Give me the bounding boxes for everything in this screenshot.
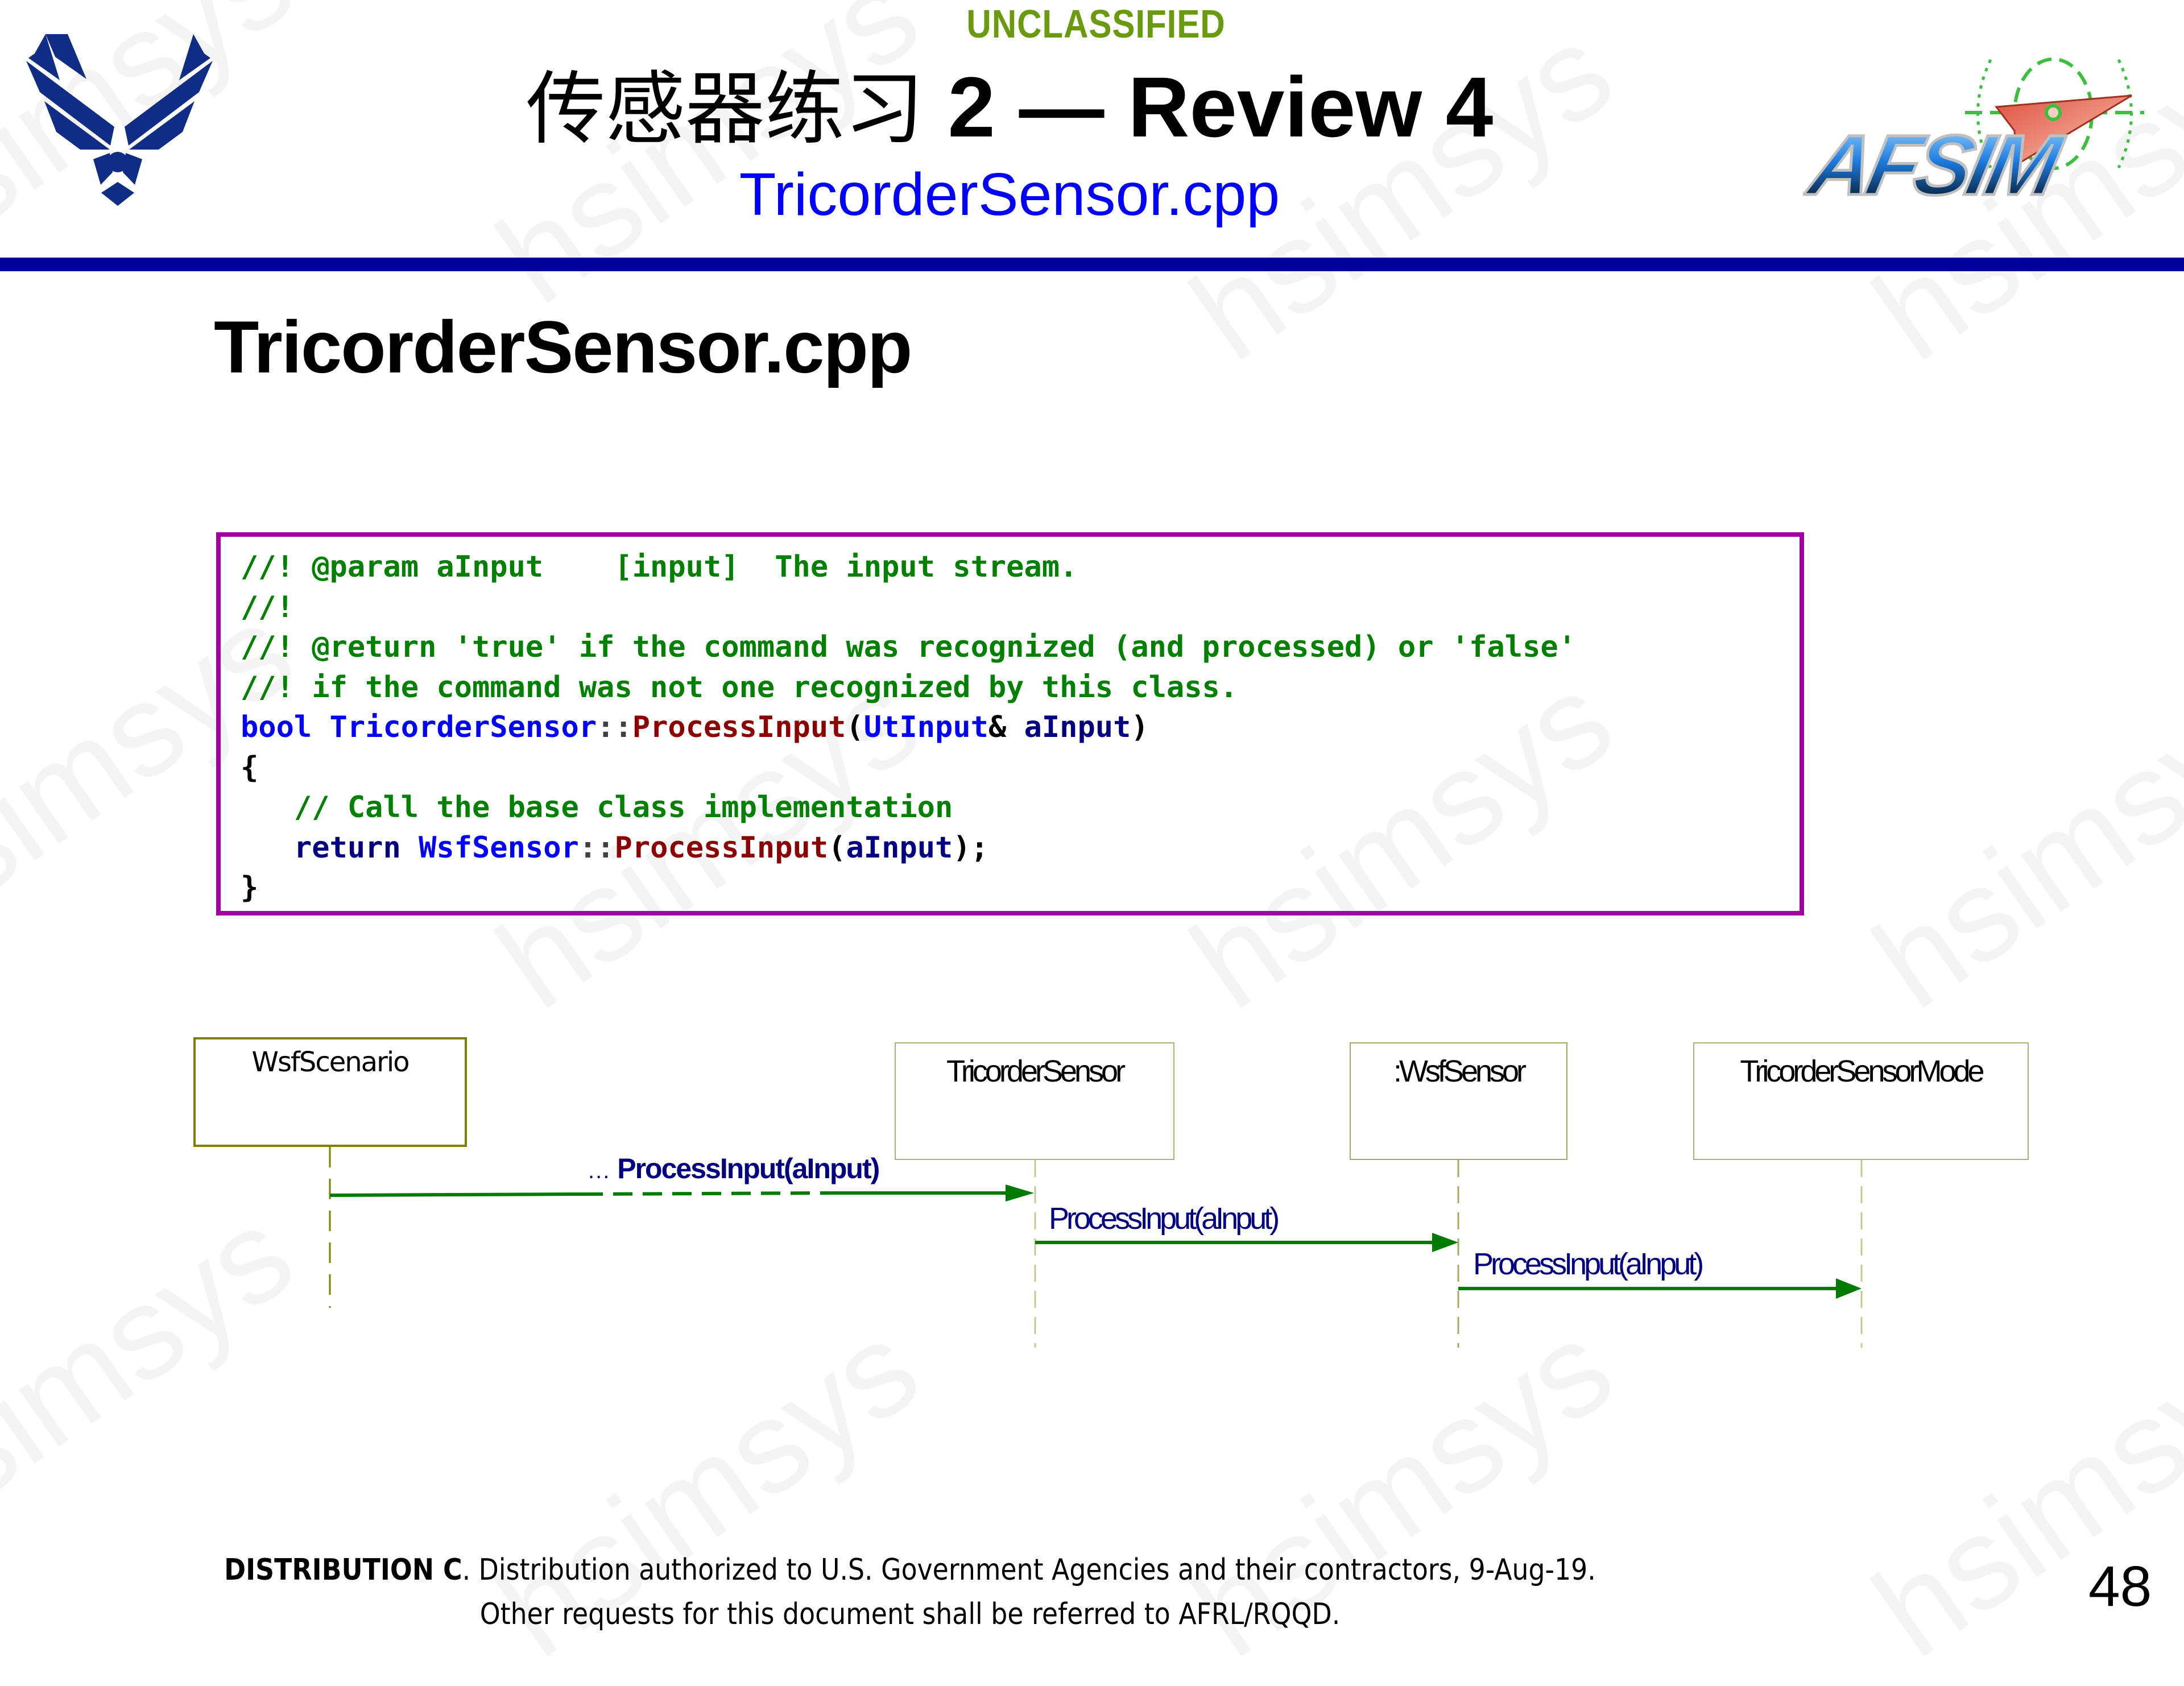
code-token-com: // Call the base class implementation xyxy=(293,790,953,825)
participant-label: :WsfSensor xyxy=(1393,1054,1527,1088)
code-line: bool TricorderSensor::ProcessInput(UtInp… xyxy=(241,710,1149,744)
code-token-kw: bool xyxy=(241,710,312,744)
code-token-com: //! if the command was not one recognize… xyxy=(241,670,1238,705)
arrowhead-icon xyxy=(1836,1278,1862,1299)
header-divider-bar xyxy=(0,258,2184,271)
page-title-latin: 2 — Review 4 xyxy=(948,59,1494,155)
afsim-logo-text: AFSIM xyxy=(1803,118,2071,213)
participant-wsfsensor[interactable]: :WsfSensor xyxy=(1350,1042,1567,1160)
code-token-punc: { xyxy=(241,750,259,785)
message-2-label[interactable]: ProcessInput(aInput) xyxy=(1049,1202,1280,1236)
code-line: // Call the base class implementation xyxy=(241,790,953,825)
code-token-com: //! @param aInput [input] The input stre… xyxy=(241,550,1078,584)
distribution-line-1: DISTRIBUTION C. Distribution authorized … xyxy=(109,1548,1711,1592)
code-token-com: //! @return 'true' if the command was re… xyxy=(241,630,1576,664)
code-token-punc: ( xyxy=(828,830,846,865)
page-title: 传感器练习 2 — Review 4 xyxy=(0,61,2019,155)
sequence-diagram-lines xyxy=(329,1147,1863,1348)
code-token-punc: ); xyxy=(953,830,988,865)
code-token-type: TricorderSensor xyxy=(329,710,597,744)
afsim-logo-icon: AFSIM xyxy=(1803,57,2144,214)
code-block: //! @param aInput [input] The input stre… xyxy=(216,532,1804,916)
code-token-com: //! xyxy=(241,590,294,624)
code-line: //! @return 'true' if the command was re… xyxy=(241,630,1576,664)
code-line: return WsfSensor::ProcessInput(aInput); xyxy=(241,831,988,865)
page-subtitle: TricorderSensor.cpp xyxy=(739,161,1280,228)
arrowhead-icon xyxy=(1432,1233,1458,1252)
code-line: //! if the command was not one recognize… xyxy=(241,670,1238,705)
participant-wsfscenario[interactable]: WsfScenario xyxy=(193,1037,467,1147)
sequence-diagram: WsfScenario TricorderSensor :WsfSensor T… xyxy=(193,1037,2029,1348)
distribution-label: DISTRIBUTION C xyxy=(224,1553,462,1587)
code-token-ns: :: xyxy=(578,830,615,865)
code-line: } xyxy=(241,871,258,905)
code-token-type: UtInput xyxy=(863,710,988,744)
code-token-fn: ProcessInput xyxy=(632,710,846,744)
code-line: //! @param aInput [input] The input stre… xyxy=(241,550,1077,584)
message-3-label[interactable]: ProcessInput(aInput) xyxy=(1473,1247,1704,1281)
message-1-dashed xyxy=(583,1191,830,1196)
code-token-punc: } xyxy=(241,871,259,905)
air-force-logo-icon xyxy=(26,34,213,206)
slide-heading: TricorderSensor.cpp xyxy=(214,305,912,388)
page-title-cjk: 传感器练习 xyxy=(526,63,924,156)
code-line: { xyxy=(241,751,258,785)
code-line: //! xyxy=(241,590,294,624)
code-token-var: aInput xyxy=(846,830,953,865)
ellipsis: ... xyxy=(588,1158,611,1183)
distribution-line-2: Other requests for this document shall b… xyxy=(479,1597,1341,1631)
code-token-var: return xyxy=(293,830,401,865)
page-number: 48 xyxy=(2088,1555,2152,1618)
distribution-statement: DISTRIBUTION C. Distribution authorized … xyxy=(109,1548,1711,1637)
code-token-fn: ProcessInput xyxy=(614,830,829,865)
code-token-var: aInput xyxy=(1024,710,1131,744)
code-token-punc: & xyxy=(988,710,1024,744)
message-1-label[interactable]: ... ProcessInput(aInput) xyxy=(588,1152,880,1185)
message-1-line xyxy=(329,1192,584,1197)
distribution-text: . Distribution authorized to U.S. Govern… xyxy=(462,1553,1596,1587)
code-listing: //! @param aInput [input] The input stre… xyxy=(241,547,1576,908)
code-token-punc: ) xyxy=(1131,710,1149,744)
participant-tricordersensor[interactable]: TricorderSensor xyxy=(895,1042,1174,1160)
code-token-punc: ( xyxy=(846,710,864,744)
participant-label: TricorderSensor xyxy=(946,1054,1126,1088)
message-label-text: ProcessInput(aInput) xyxy=(617,1153,880,1184)
arrowhead-icon xyxy=(1006,1184,1034,1202)
classification-banner: UNCLASSIFIED xyxy=(966,2,1226,46)
participant-label: WsfScenario xyxy=(251,1046,410,1078)
participant-label: TricorderSensorMode xyxy=(1740,1054,1984,1088)
code-token-ns: :: xyxy=(597,710,632,744)
participant-tricordersensormode[interactable]: TricorderSensorMode xyxy=(1693,1042,2029,1160)
code-token-type: WsfSensor xyxy=(419,830,579,865)
